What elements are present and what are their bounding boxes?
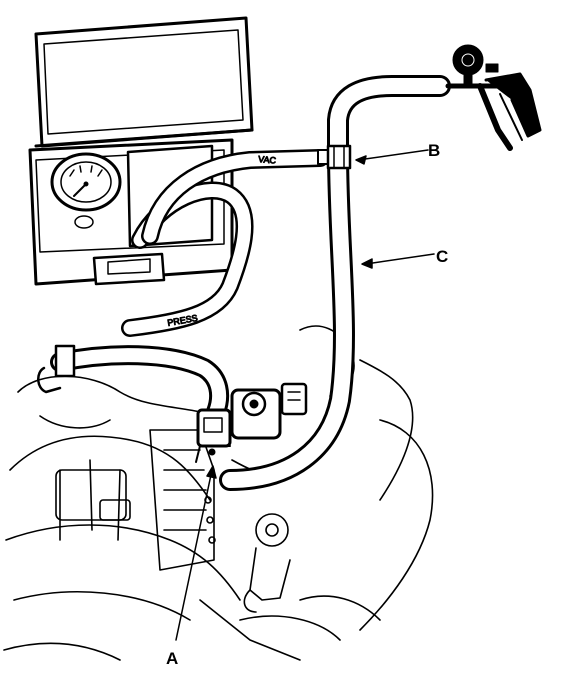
valve-a: [195, 382, 308, 463]
pump-hose: [327, 75, 451, 161]
callout-a: A: [166, 649, 178, 668]
tee-fitting-b: [317, 144, 352, 170]
press-hose: PRESS: [121, 181, 254, 337]
callout-b: B: [428, 141, 440, 160]
engine-background: [3, 325, 434, 661]
hand-vacuum-pump-icon: [445, 44, 542, 151]
vac-hose: VAC: [141, 149, 329, 245]
hose-c: [219, 139, 355, 491]
leader-lines: [175, 149, 435, 641]
callout-c: C: [436, 247, 448, 266]
engine-hose: [37, 344, 230, 422]
vac-hose-label: VAC: [258, 154, 277, 166]
vacuum-gauge-icon: [50, 152, 122, 212]
